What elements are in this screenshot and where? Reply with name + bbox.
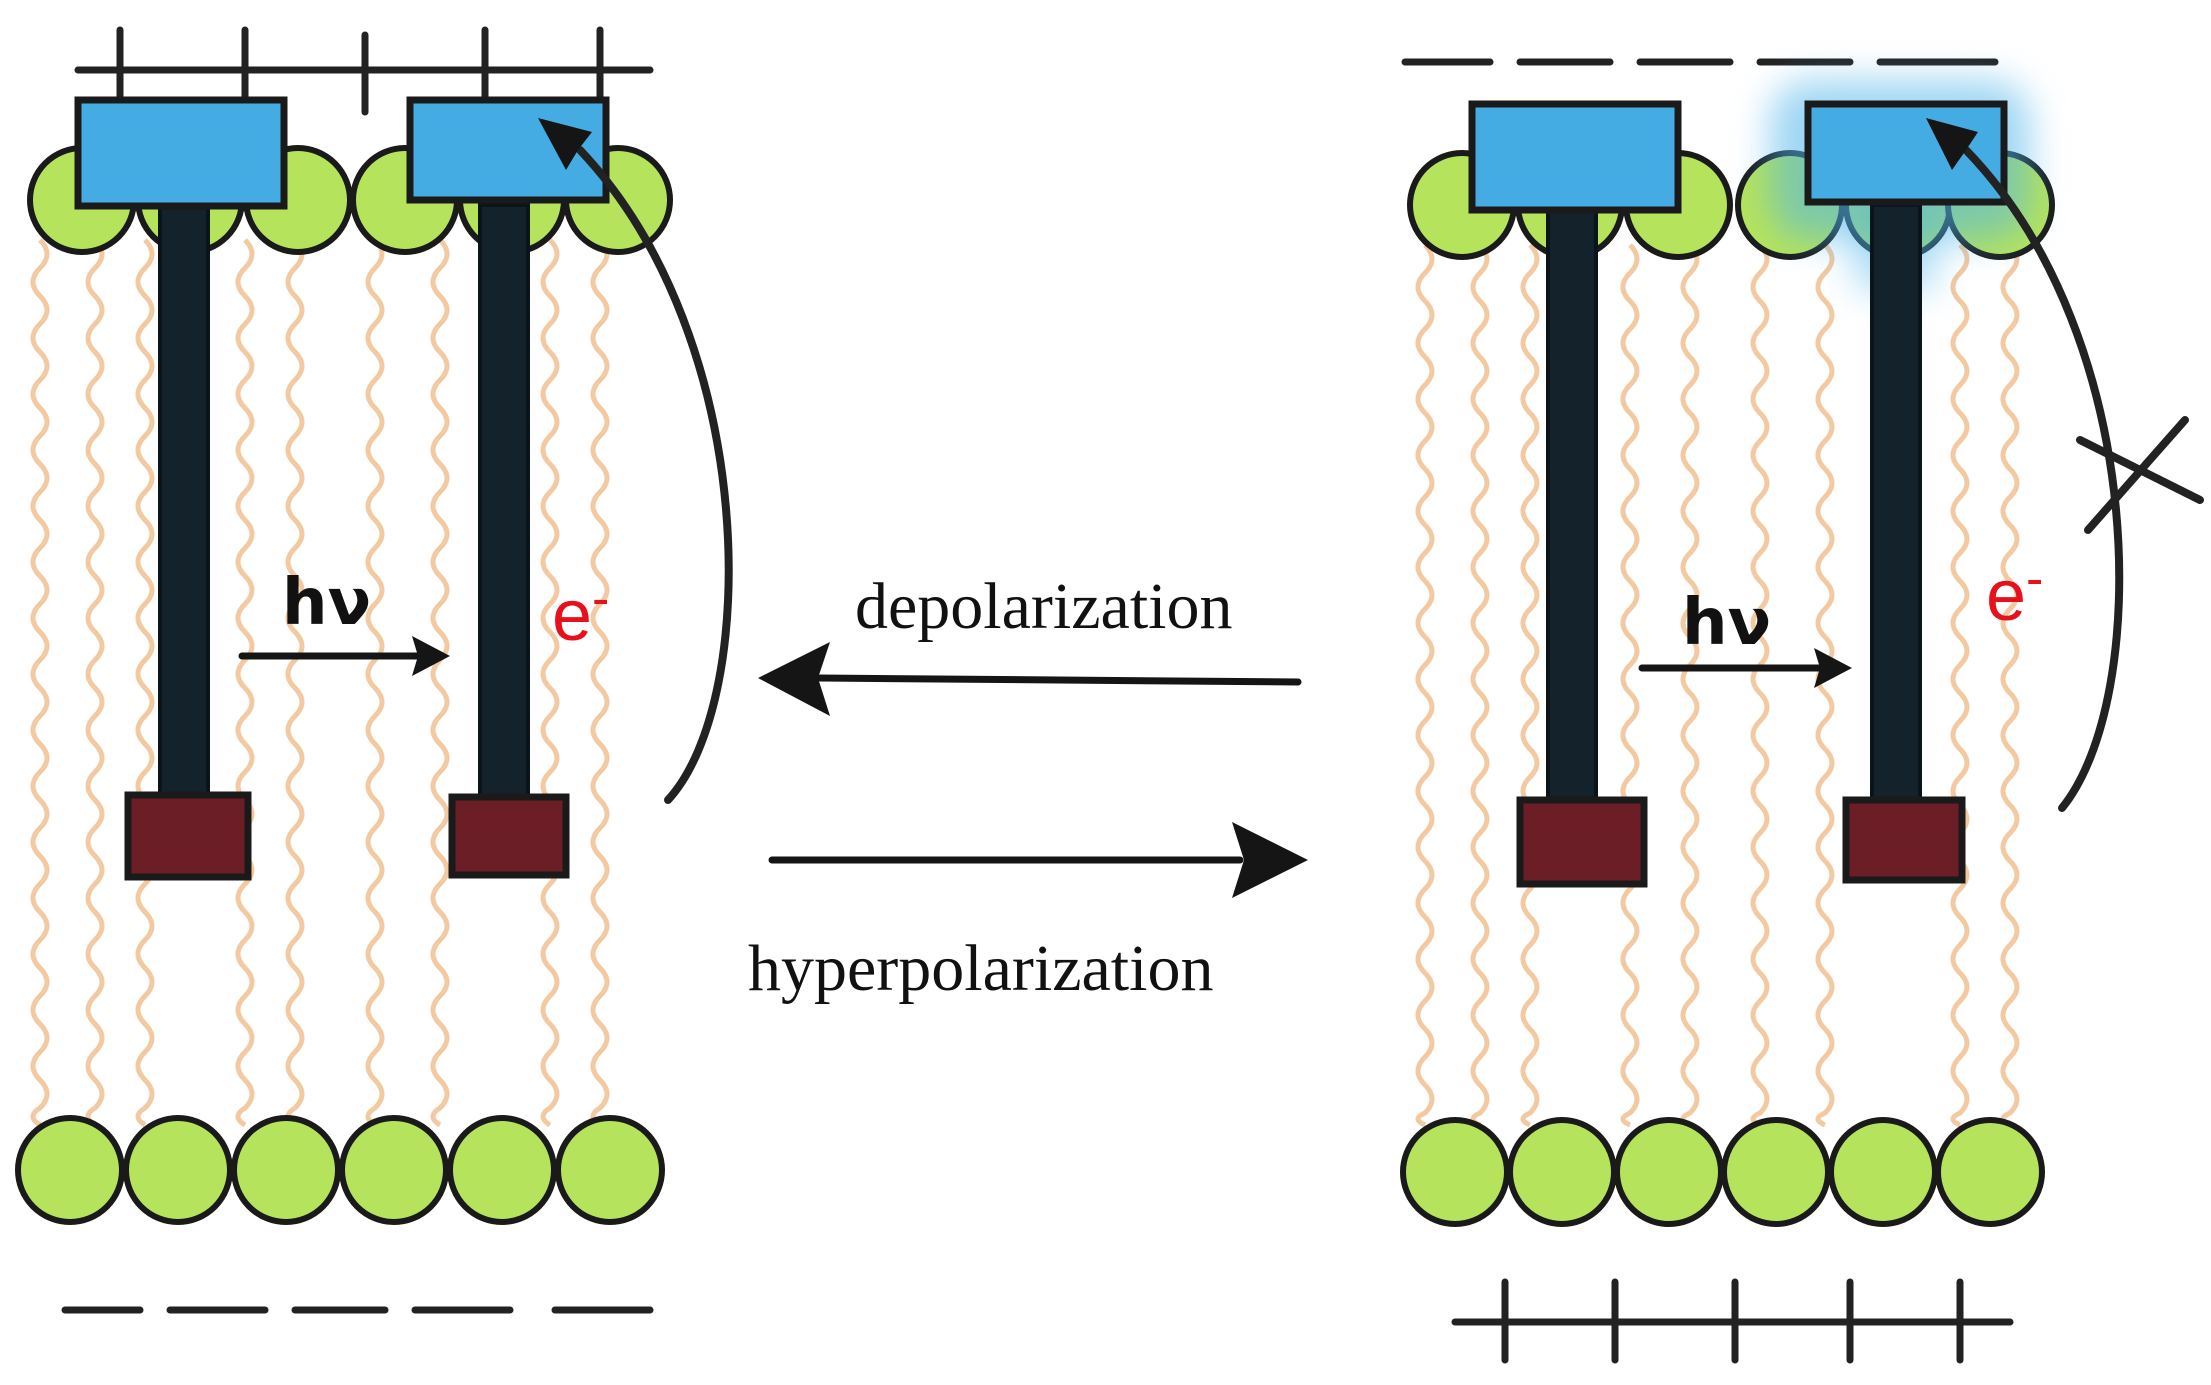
lipid-tail (540, 238, 560, 1128)
left-photon-label: hν (282, 566, 371, 640)
right-photon-label: hν (1682, 586, 1771, 660)
left-photon-arrow (238, 636, 450, 676)
lipid-tail (1680, 243, 1700, 1128)
right-electron-transfer-arrow (1926, 118, 2124, 812)
right-chromophore-2 (1770, 80, 2030, 884)
lipid-tail (135, 238, 155, 1128)
hyperpolarization-label: hyperpolarization (748, 932, 1213, 1005)
lipid-tail (1520, 243, 1540, 1128)
left-electron-label: e- (552, 570, 609, 656)
left-chromophore-2 (406, 96, 610, 879)
lipid-tail (85, 238, 105, 1128)
right-chromophore-1 (1468, 100, 1682, 888)
right-bottom-plus-signs (1451, 1278, 2014, 1364)
right-electron-label: e- (1986, 550, 2043, 636)
lipid-tail (2000, 243, 2020, 1128)
left-bottom-lipid-heads (15, 1115, 665, 1225)
lipid-tail (1620, 243, 1640, 1128)
right-membrane: hν e- (1400, 58, 2204, 1364)
right-photon-arrow (1638, 648, 1852, 688)
lipid-tail (30, 238, 50, 1128)
left-electron-transfer-arrow (538, 118, 733, 804)
lipid-tail (1815, 243, 1835, 1128)
depolarization-label: depolarization (855, 570, 1233, 643)
lipid-tail (1415, 243, 1435, 1128)
lipid-tail (590, 238, 610, 1128)
left-top-plus-signs (74, 26, 654, 116)
lipid-tail (285, 238, 305, 1128)
lipid-tail (1470, 243, 1490, 1128)
right-bottom-lipid-heads (1400, 1117, 2045, 1227)
left-chromophore-1 (74, 96, 288, 881)
hyperpolarization-arrow (768, 822, 1308, 898)
lipid-tail (1950, 243, 1970, 1128)
lipid-tail (365, 238, 385, 1128)
lipid-tail (430, 238, 450, 1128)
blocked-transfer-cross (2076, 416, 2204, 534)
lipid-tail (1750, 243, 1770, 1128)
left-membrane: hν e- (15, 26, 733, 1314)
depolarization-arrow (758, 642, 1302, 716)
lipid-tail (235, 238, 255, 1128)
right-lipid-tails (1415, 243, 2020, 1128)
left-lipid-tails (30, 238, 610, 1128)
